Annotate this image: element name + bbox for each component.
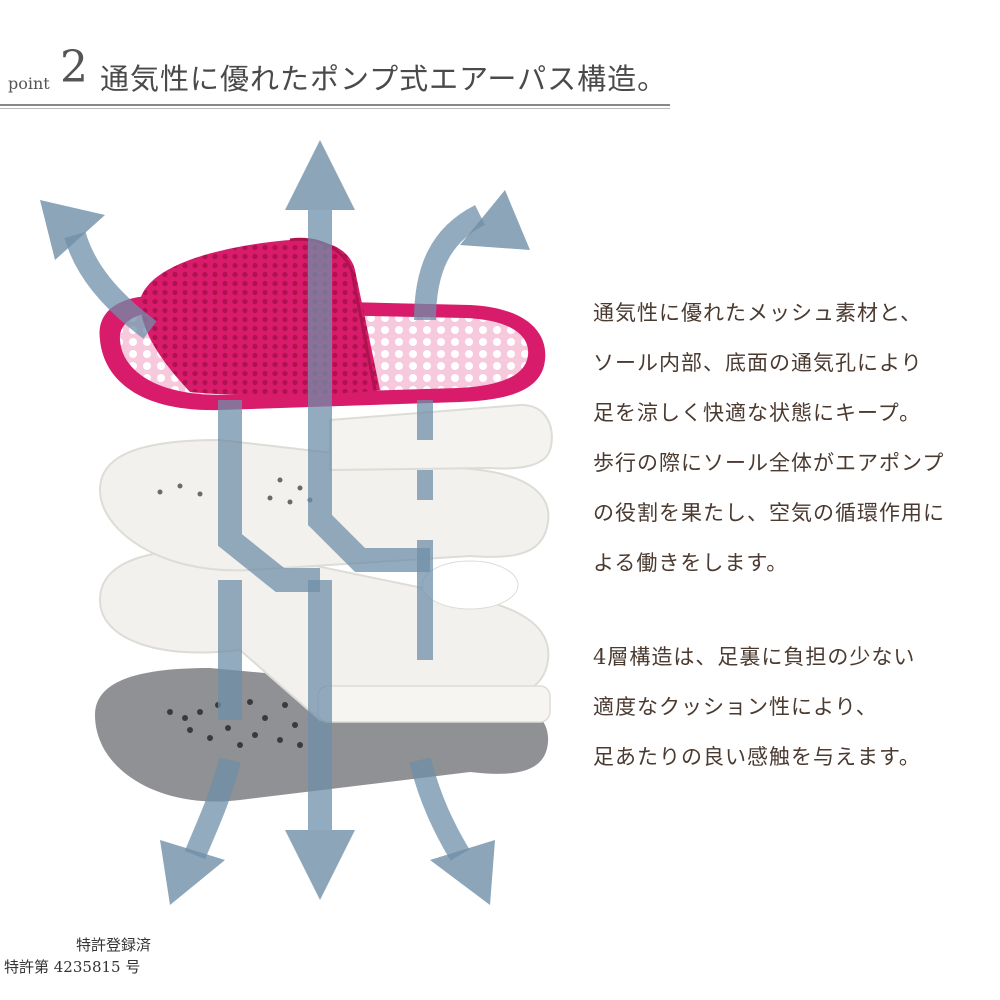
- description-line: 歩行の際にソール全体がエアポンプ: [593, 451, 945, 475]
- description-line: よる働きをします。: [593, 551, 789, 575]
- arrow-heads: [40, 140, 530, 905]
- description-line: の役割を果たし、空気の循環作用に: [593, 501, 945, 525]
- arrow-down-left-icon: [160, 840, 225, 905]
- description-line: 足を涼しく快適な状態にキープ。: [593, 401, 922, 425]
- arrow-down-right-icon: [430, 840, 495, 905]
- point-label: point: [8, 74, 50, 93]
- description-line: 適度なクッション性により、: [593, 695, 878, 719]
- point-number: 2: [60, 42, 88, 93]
- arrow-up-right-icon: [460, 190, 530, 250]
- description-paragraph-2: 4層構造は、足裏に負担の少ない 適度なクッション性により、 足あたりの良い感触を…: [593, 632, 998, 782]
- description-line: 通気性に優れたメッシュ素材と、: [593, 301, 923, 325]
- section-title: 通気性に優れたポンプ式エアーパス構造。: [100, 62, 668, 96]
- arrow-up-left-icon: [40, 200, 105, 260]
- description-line: ソール内部、底面の通気孔により: [593, 351, 923, 375]
- description-line: 4層構造は、足裏に負担の少ない: [593, 645, 916, 669]
- patent-note: 特許登録済 特許第 4235815 号: [4, 934, 151, 978]
- description-line: 足あたりの良い感触を与えます。: [593, 745, 921, 769]
- description-paragraph-1: 通気性に優れたメッシュ素材と、 ソール内部、底面の通気孔により 足を涼しく快適な…: [593, 288, 998, 588]
- title-underline-thin: [0, 108, 670, 109]
- slipper-layers-illustration: [40, 140, 553, 905]
- section-header: point 2 通気性に優れたポンプ式エアーパス構造。: [0, 40, 680, 110]
- insole-layer-1: [329, 403, 553, 472]
- title-underline: [0, 104, 670, 106]
- arrow-up-icon: [285, 140, 355, 210]
- airflow-arrows: [64, 205, 486, 861]
- arrow-down-icon: [285, 830, 355, 900]
- patent-status: 特許登録済: [76, 936, 152, 954]
- patent-number: 特許第 4235815 号: [4, 958, 141, 976]
